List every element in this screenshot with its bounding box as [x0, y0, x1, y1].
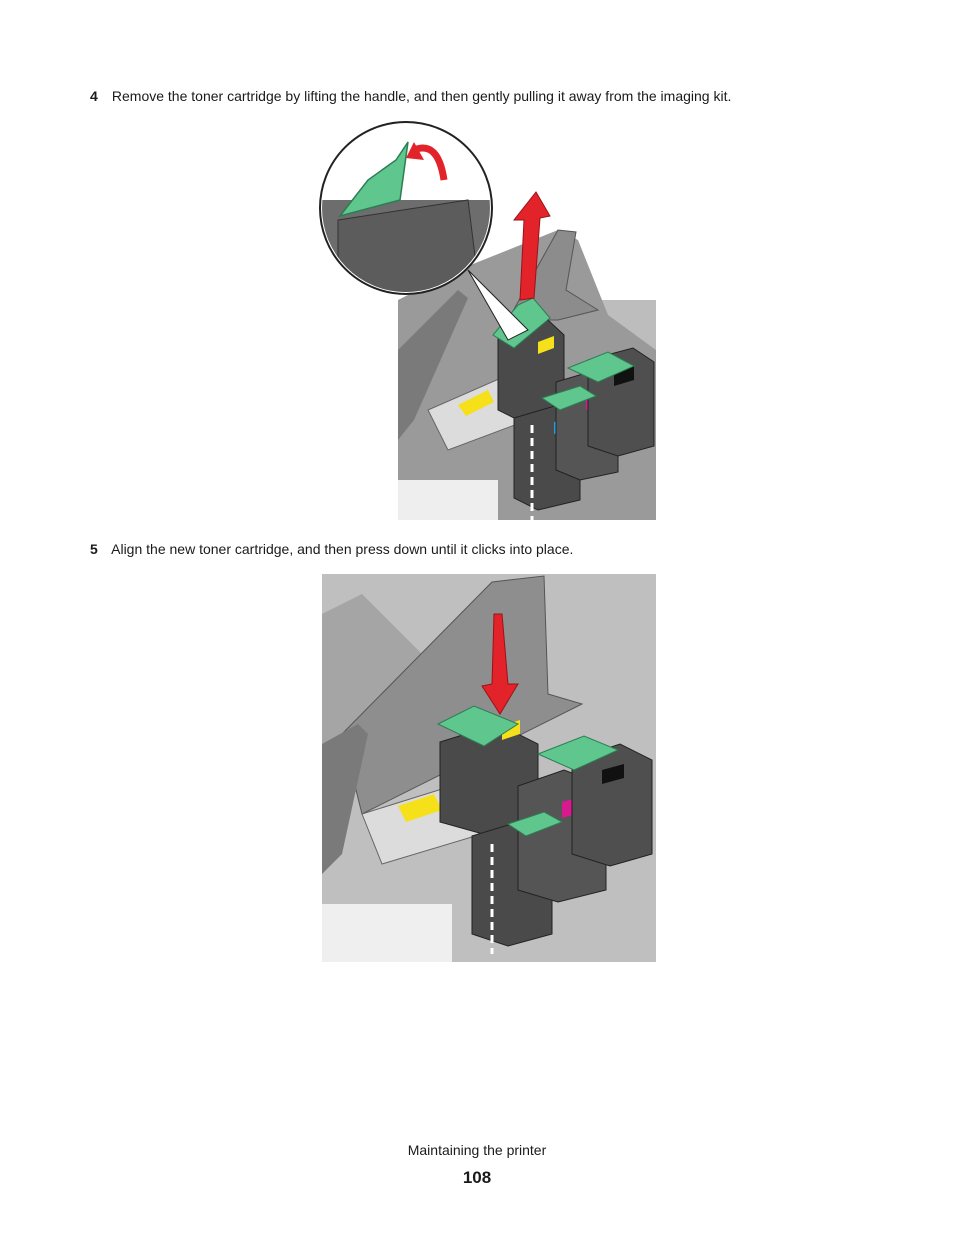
step-text: Align the new toner cartridge, and then … — [111, 541, 574, 557]
remove-cartridge-illustration — [318, 120, 658, 522]
step-text: Remove the toner cartridge by lifting th… — [111, 88, 732, 104]
step-5-instruction: 5 Align the new toner cartridge, and the… — [90, 540, 573, 558]
page-number: 108 — [462, 1168, 492, 1187]
insert-cartridge-illustration — [322, 574, 656, 962]
step-number: 5 — [90, 541, 98, 557]
step-4-instruction: 4 Remove the toner cartridge by lifting … — [90, 87, 731, 105]
step-number: 4 — [90, 88, 98, 104]
footer-section-title: Maintaining the printer — [407, 1142, 547, 1158]
